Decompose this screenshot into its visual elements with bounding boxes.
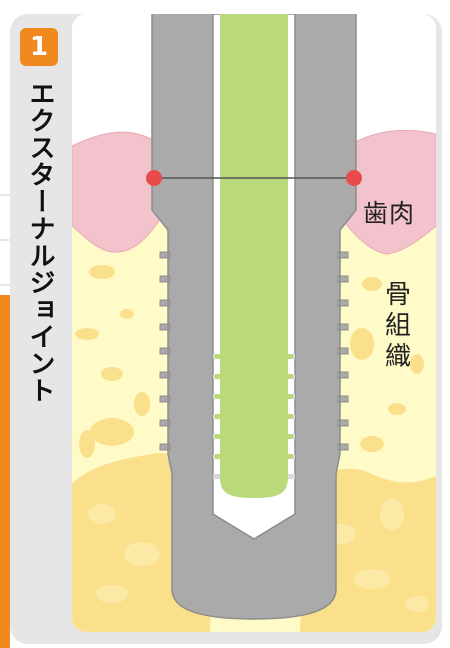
joint-marker-right xyxy=(346,170,362,186)
implant-diagram xyxy=(72,14,436,632)
number-badge: 1 xyxy=(20,28,58,66)
gum-tissue-right xyxy=(341,129,436,255)
gum-tissue-left xyxy=(72,131,161,253)
label-bone-tissue: 骨組織 xyxy=(384,280,411,372)
implant-threads xyxy=(159,251,349,451)
abutment-screw xyxy=(220,14,288,498)
label-gum: 歯肉 xyxy=(363,199,416,228)
card-title: エクスターナルジョイント xyxy=(25,80,55,404)
bone-pores-light xyxy=(75,265,424,458)
implant-outline xyxy=(151,14,357,620)
joint-marker-left xyxy=(146,170,162,186)
side-accent-bar xyxy=(0,295,10,648)
abutment-screw-threads xyxy=(215,354,293,459)
